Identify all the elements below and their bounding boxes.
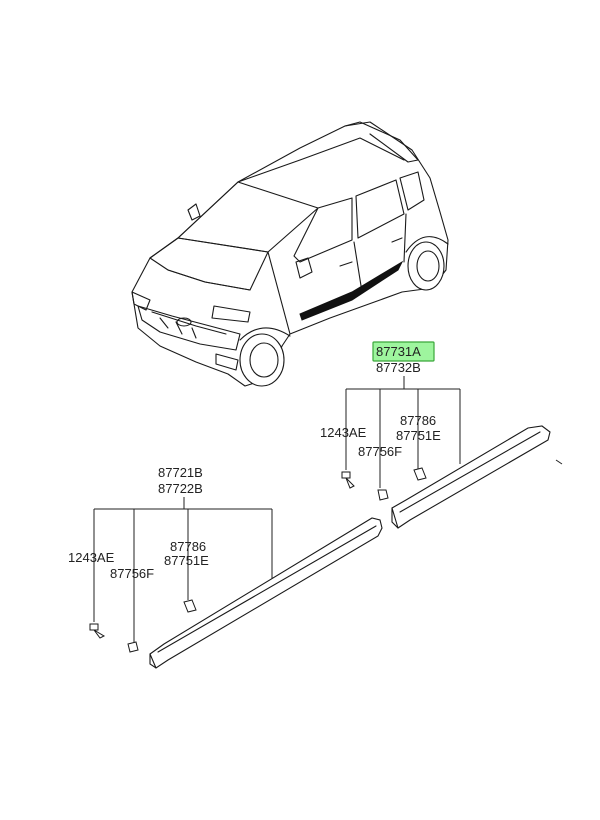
car-illustration	[131, 121, 449, 387]
rear-fastener-part[interactable]	[183, 599, 197, 613]
rear-bolt-part[interactable]	[89, 623, 106, 639]
rear-fastener-b-label[interactable]: 87751E	[164, 553, 209, 568]
front-bolt-part[interactable]	[341, 471, 355, 489]
front-fastener-a-label[interactable]: 87786	[400, 413, 436, 428]
rear-part-number-b[interactable]: 87722B	[158, 481, 203, 496]
front-fastener-part[interactable]	[413, 467, 427, 481]
front-clip-label[interactable]: 87756F	[358, 444, 402, 459]
front-assembly: 87731A 87732B 1243AE 87756F 87786 87751E	[320, 341, 563, 529]
front-part-number-a[interactable]: 87731A	[376, 344, 421, 359]
rear-part-number-a[interactable]: 87721B	[158, 465, 203, 480]
front-door-molding[interactable]	[391, 425, 551, 529]
front-bolt-label[interactable]: 1243AE	[320, 425, 367, 440]
front-wheel	[239, 333, 285, 387]
side-molding-on-car	[299, 260, 404, 321]
rear-assembly: 87721B 87722B 1243AE 87756F 87786 87751E	[68, 465, 383, 669]
rear-bolt-label[interactable]: 1243AE	[68, 550, 115, 565]
front-part-number-b[interactable]: 87732B	[376, 360, 421, 375]
rear-clip-label[interactable]: 87756F	[110, 566, 154, 581]
rear-fastener-a-label[interactable]: 87786	[170, 539, 206, 554]
part-highlight-box[interactable]	[372, 341, 435, 362]
front-fastener-b-label[interactable]: 87751E	[396, 428, 441, 443]
rear-clip-part[interactable]	[127, 641, 139, 653]
front-clip-part[interactable]	[377, 489, 389, 501]
